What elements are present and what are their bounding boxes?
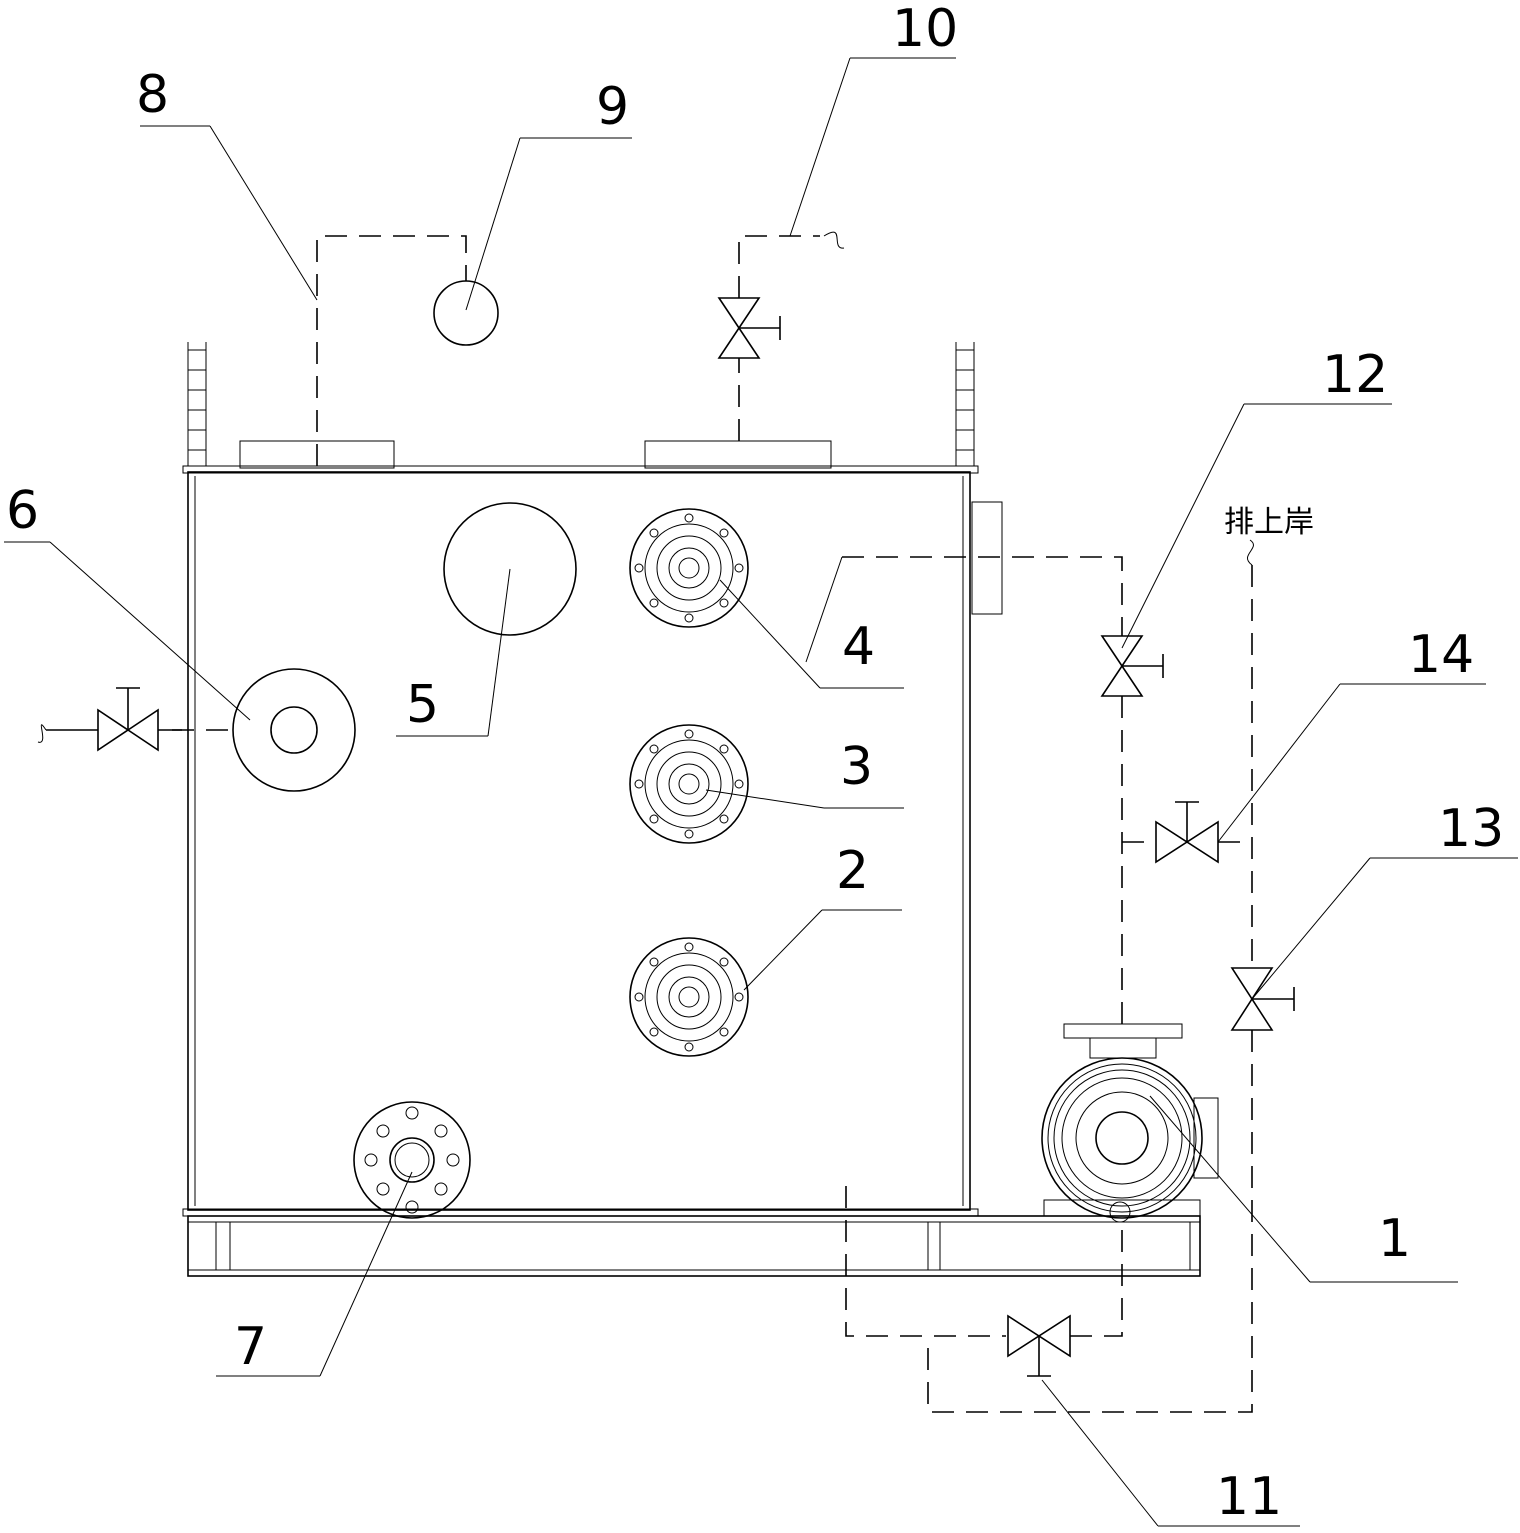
label-10: 10 — [892, 0, 958, 59]
valve-13 — [1230, 967, 1295, 1031]
base-skid — [187, 1215, 1201, 1277]
label-11: 11 — [1216, 1467, 1282, 1527]
handrail-right — [955, 342, 975, 466]
handrail-left — [187, 342, 207, 466]
side-port — [232, 668, 356, 792]
top-flange-left — [239, 440, 395, 469]
manhole — [443, 502, 577, 636]
label-1: 1 — [1378, 1209, 1411, 1269]
label-7: 7 — [234, 1317, 267, 1377]
top-flange-right — [644, 440, 832, 469]
discharge-ashore-note: 排上岸 — [1224, 505, 1314, 540]
label-2: 2 — [836, 841, 869, 901]
dashed-piping — [172, 235, 1253, 1413]
label-9: 9 — [596, 77, 629, 137]
tank-body — [182, 342, 1003, 1217]
sight-glass-2 — [629, 937, 749, 1057]
label-12: 12 — [1322, 345, 1388, 405]
open-end-ashore — [1246, 539, 1254, 566]
valve-side-port — [37, 687, 182, 752]
vent-cap — [433, 280, 499, 346]
label-3: 3 — [840, 737, 873, 797]
label-13: 13 — [1438, 799, 1504, 859]
valve-11 — [1007, 1314, 1071, 1377]
label-5: 5 — [406, 675, 439, 735]
open-end-vent — [823, 231, 845, 249]
label-14: 14 — [1408, 625, 1474, 685]
leader-lines — [4, 57, 1518, 1527]
valve-12 — [1100, 635, 1164, 697]
label-6: 6 — [6, 481, 39, 541]
sight-glass-3 — [629, 724, 749, 844]
valve-14 — [1155, 801, 1219, 864]
label-4: 4 — [842, 617, 875, 677]
label-8: 8 — [136, 65, 169, 125]
side-bracket — [971, 501, 1003, 615]
drain-flange — [353, 1101, 471, 1219]
valve-10 — [717, 297, 781, 359]
sight-glass-4 — [629, 508, 749, 628]
pump — [1041, 1023, 1219, 1223]
